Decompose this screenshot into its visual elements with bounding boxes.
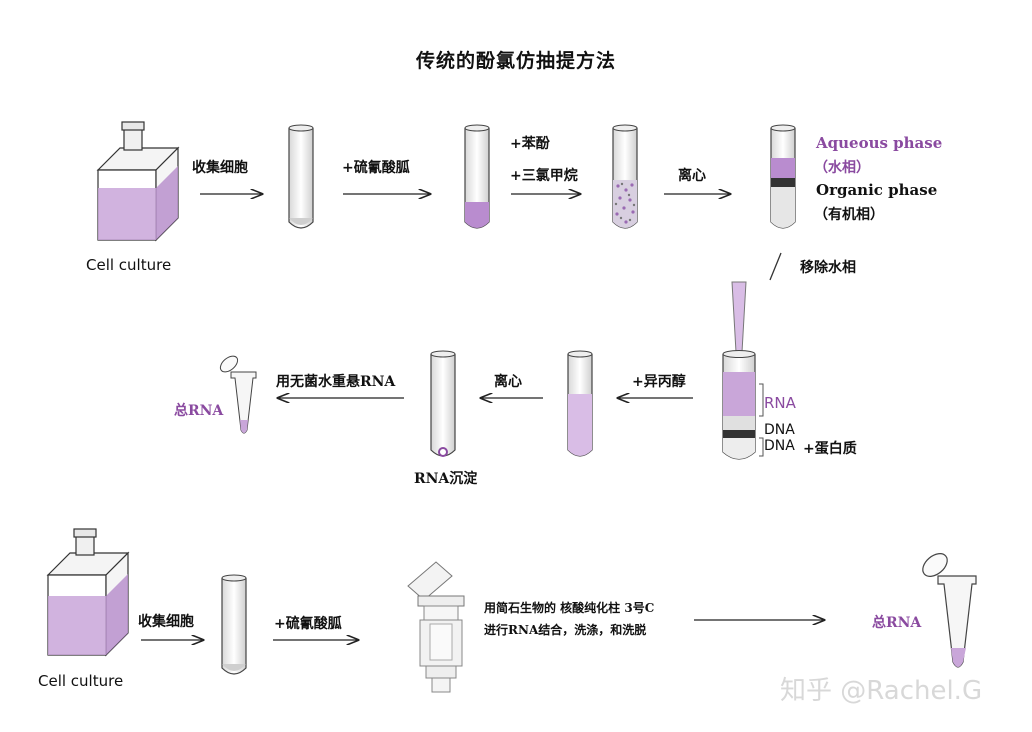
step-resuspend-rna: 用无菌水重悬RNA bbox=[276, 374, 396, 390]
tube-mixture bbox=[612, 124, 638, 229]
tube-separation bbox=[722, 350, 764, 460]
tube-phases bbox=[770, 124, 796, 229]
rna-pellet-label: RNA沉淀 bbox=[414, 471, 478, 487]
tube-lysate bbox=[464, 124, 490, 229]
diagram-title: 传统的酚氯仿抽提方法 bbox=[415, 50, 616, 72]
total-rna-label-2: 总RNA bbox=[872, 615, 922, 631]
step-collect-cells-2: 收集细胞 bbox=[138, 614, 194, 630]
step-collect-cells: 收集细胞 bbox=[192, 160, 248, 176]
protein-label: +蛋白质 bbox=[803, 441, 857, 457]
tube-empty-2 bbox=[221, 574, 247, 675]
spin-column-icon bbox=[407, 561, 465, 693]
step-remove-aqueous: 移除水相 bbox=[800, 260, 856, 276]
step-centrifuge-2: 离心 bbox=[494, 374, 522, 390]
eppendorf-tube-icon bbox=[219, 355, 257, 434]
organic-phase-label: Organic phase bbox=[816, 181, 938, 199]
aqueous-phase-label: Aqueous phase bbox=[816, 134, 943, 152]
step-add-phenol: +苯酚 bbox=[510, 136, 550, 152]
step-add-chloroform: +三氯甲烷 bbox=[510, 168, 578, 184]
cell-culture-label-2: Cell culture bbox=[38, 672, 124, 690]
tube-rna-pellet bbox=[430, 350, 456, 457]
slash-remove-aqueous bbox=[769, 252, 782, 281]
cell-culture-flask-icon-2 bbox=[46, 528, 130, 657]
step-add-isopropanol: +异丙醇 bbox=[632, 374, 686, 390]
watermark: 知乎 @Rachel.G bbox=[780, 676, 983, 706]
tube-empty bbox=[288, 124, 314, 229]
eppendorf-tube-icon-2 bbox=[922, 553, 977, 668]
step-add-guanidine: +硫氰酸胍 bbox=[342, 160, 410, 176]
tube-isopropanol bbox=[567, 350, 593, 457]
dna-layer-label: DNA bbox=[764, 422, 795, 438]
column-step-line1: 用简石生物的 核酸纯化柱 3号C bbox=[484, 601, 655, 615]
column-step-line2: 进行RNA结合，洗涤，和洗脱 bbox=[484, 623, 647, 637]
step-add-guanidine-2: +硫氰酸胍 bbox=[274, 616, 342, 632]
aqueous-phase-cn-label: （水相） bbox=[814, 160, 870, 176]
cell-culture-label: Cell culture bbox=[86, 256, 172, 274]
step-centrifuge: 离心 bbox=[678, 168, 706, 184]
dna-protein-layer-label: DNA bbox=[764, 438, 795, 454]
total-rna-label: 总RNA bbox=[174, 403, 224, 419]
rna-layer-label: RNA bbox=[764, 394, 796, 412]
cell-culture-flask-icon bbox=[96, 121, 180, 242]
organic-phase-cn-label: （有机相） bbox=[814, 207, 884, 223]
